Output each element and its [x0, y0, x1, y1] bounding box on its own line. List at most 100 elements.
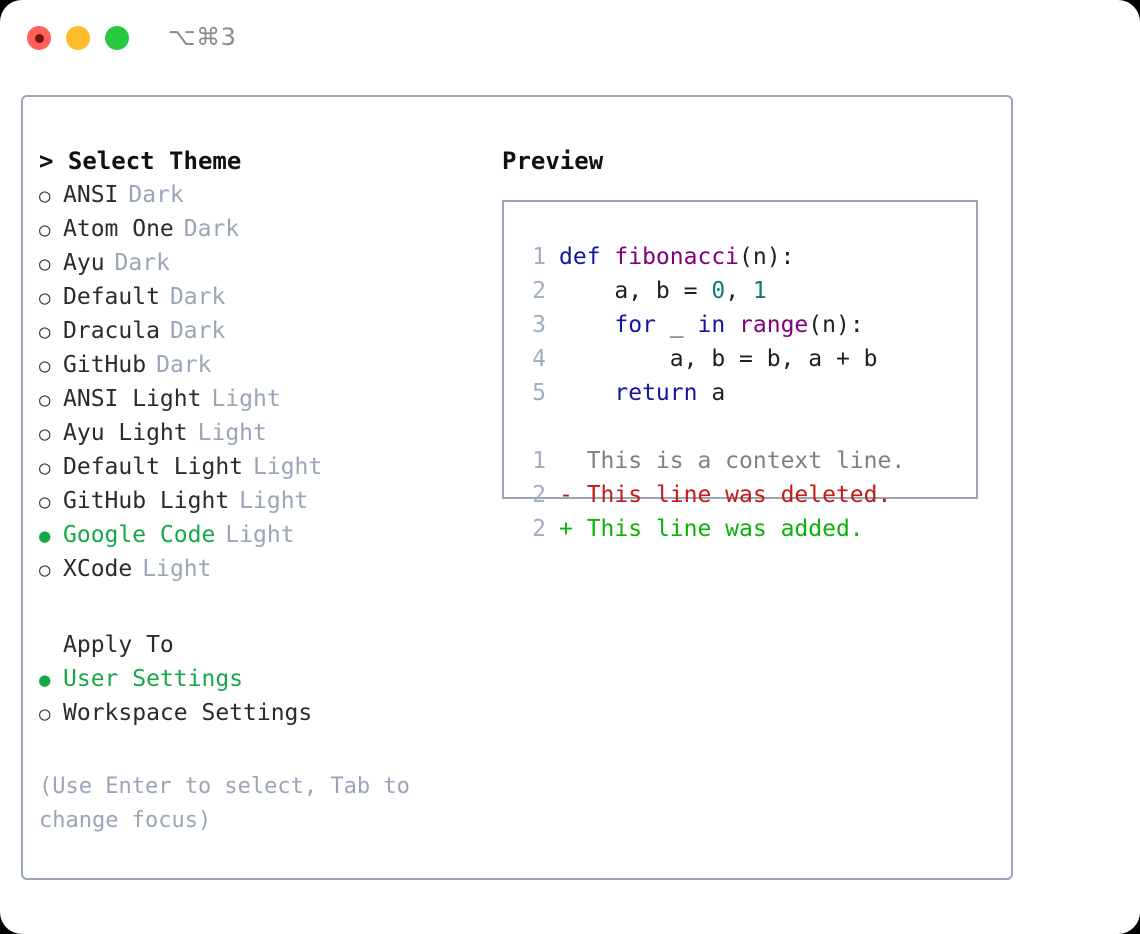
code-line: 4 a, b = b, a + b — [516, 342, 976, 376]
radio-selected-icon: ● — [39, 525, 51, 547]
theme-option-ayu-light[interactable]: ○ Ayu Light Light — [39, 416, 509, 450]
diff-line-del: 2- This line was deleted. — [516, 478, 976, 512]
theme-option-label: Default Light — [63, 454, 244, 480]
radio-unselected-icon: ○ — [39, 457, 51, 479]
code-line-content: def fibonacci(n): — [559, 240, 794, 274]
apply-to-option-list[interactable]: ●User Settings ○ Workspace Settings — [39, 662, 509, 730]
code-token-fn: fibonacci — [614, 244, 740, 270]
line-number: 2 — [532, 278, 546, 304]
code-token-kw: def — [559, 244, 615, 270]
diff-sign: + — [559, 516, 573, 542]
apply-to-option-label: Workspace Settings — [63, 700, 313, 726]
close-icon[interactable] — [27, 26, 51, 50]
theme-option-label: Ayu — [63, 250, 105, 276]
radio-unselected-icon: ○ — [39, 219, 51, 241]
theme-option-label: XCode — [63, 556, 133, 582]
zoom-icon[interactable] — [105, 26, 129, 50]
radio-unselected-icon: ○ — [39, 559, 51, 581]
apply-to-heading: Apply To — [63, 632, 174, 658]
diff-sign: - — [559, 482, 573, 508]
code-token-pln: (n): — [808, 312, 864, 338]
theme-option-variant-tag: Dark — [183, 216, 240, 242]
diff-sample: 1 This is a context line.2- This line wa… — [516, 444, 976, 546]
theme-option-variant-tag: Dark — [169, 284, 226, 310]
diff-line-text: This line was deleted. — [572, 482, 892, 508]
code-token-pln: (n): — [739, 244, 795, 270]
radio-unselected-icon: ○ — [39, 185, 51, 207]
diff-line-add: 2 + This line was added. — [516, 512, 976, 546]
theme-option-ayu[interactable]: ○ Ayu Dark — [39, 246, 509, 280]
theme-option-ansi[interactable]: ○ ANSI Dark — [39, 178, 509, 212]
theme-option-variant-tag: Dark — [156, 352, 212, 378]
radio-unselected-icon: ○ — [39, 423, 51, 445]
line-number: 2 — [532, 482, 546, 508]
radio-unselected-icon: ○ — [39, 321, 51, 343]
radio-unselected-icon: ○ — [39, 491, 51, 513]
diff-sign — [559, 444, 573, 478]
theme-option-variant-tag: Dark — [128, 182, 184, 208]
code-token-pln: a, b = — [559, 278, 712, 304]
minimize-icon[interactable] — [66, 26, 90, 50]
keyboard-shortcut-label: ⌥⌘3 — [168, 23, 237, 51]
apply-to-option-user-settings[interactable]: ●User Settings — [39, 662, 509, 696]
diff-line-text: This line was added. — [572, 516, 864, 542]
theme-option-label: Ayu Light — [63, 420, 188, 446]
theme-option-label: Default — [63, 284, 160, 310]
radio-selected-icon: ● — [39, 669, 51, 691]
code-token-kw: for — [614, 312, 656, 338]
keyboard-hint-text: (Use Enter to select, Tab to change focu… — [39, 774, 410, 833]
code-token-kw: return — [614, 380, 698, 406]
theme-option-label: GitHub Light — [63, 488, 230, 514]
theme-option-label: ANSI Light — [63, 386, 202, 412]
code-line-content: return a — [559, 376, 725, 410]
theme-option-variant-tag: Light — [239, 488, 309, 514]
theme-option-ansi-light[interactable]: ○ ANSI Light Light — [39, 382, 509, 416]
radio-unselected-icon: ○ — [39, 253, 51, 275]
radio-unselected-icon: ○ — [39, 389, 51, 411]
radio-unselected-icon: ○ — [39, 703, 51, 725]
diff-line-text: This is a context line. — [572, 448, 906, 474]
line-number: 5 — [532, 380, 546, 406]
theme-option-variant-tag: Light — [225, 522, 295, 548]
code-token-fn: range — [739, 312, 809, 338]
theme-option-github-light[interactable]: ○ GitHub Light Light — [39, 484, 509, 518]
preview-heading: Preview — [502, 147, 604, 175]
radio-unselected-icon: ○ — [39, 287, 51, 309]
theme-option-variant-tag: Light — [142, 556, 212, 582]
title-bar: ⌥⌘3 — [0, 0, 1140, 78]
apply-to-option-workspace-settings[interactable]: ○ Workspace Settings — [39, 696, 509, 730]
code-token-num: 0 — [711, 278, 726, 304]
theme-option-label: Google Code — [63, 522, 216, 548]
theme-option-variant-tag: Dark — [114, 250, 170, 276]
code-token-pln: a — [697, 380, 726, 406]
window-controls — [27, 26, 129, 50]
theme-option-default[interactable]: ○ Default Dark — [39, 280, 509, 314]
theme-option-google-code[interactable]: ● Google Code Light — [39, 518, 509, 552]
code-token-pln — [559, 312, 614, 338]
line-number: 2 — [532, 516, 546, 542]
diff-line-ctx: 1 This is a context line. — [516, 444, 976, 478]
code-token-num: 1 — [752, 278, 767, 304]
code-token-pln: _ — [655, 312, 698, 338]
theme-option-xcode[interactable]: ○ XCode Light — [39, 552, 509, 586]
theme-option-label: ANSI — [63, 182, 119, 208]
code-token-pln: a, b = b, a + b — [559, 346, 878, 372]
code-token-kw: in — [697, 312, 726, 338]
code-line-content: for _ in range(n): — [559, 308, 864, 342]
code-line: 2 a, b = 0, 1 — [516, 274, 976, 308]
theme-option-variant-tag: Light — [197, 420, 267, 446]
code-spacer — [516, 410, 976, 444]
theme-option-variant-tag: Light — [211, 386, 281, 412]
line-number: 1 — [532, 448, 546, 474]
